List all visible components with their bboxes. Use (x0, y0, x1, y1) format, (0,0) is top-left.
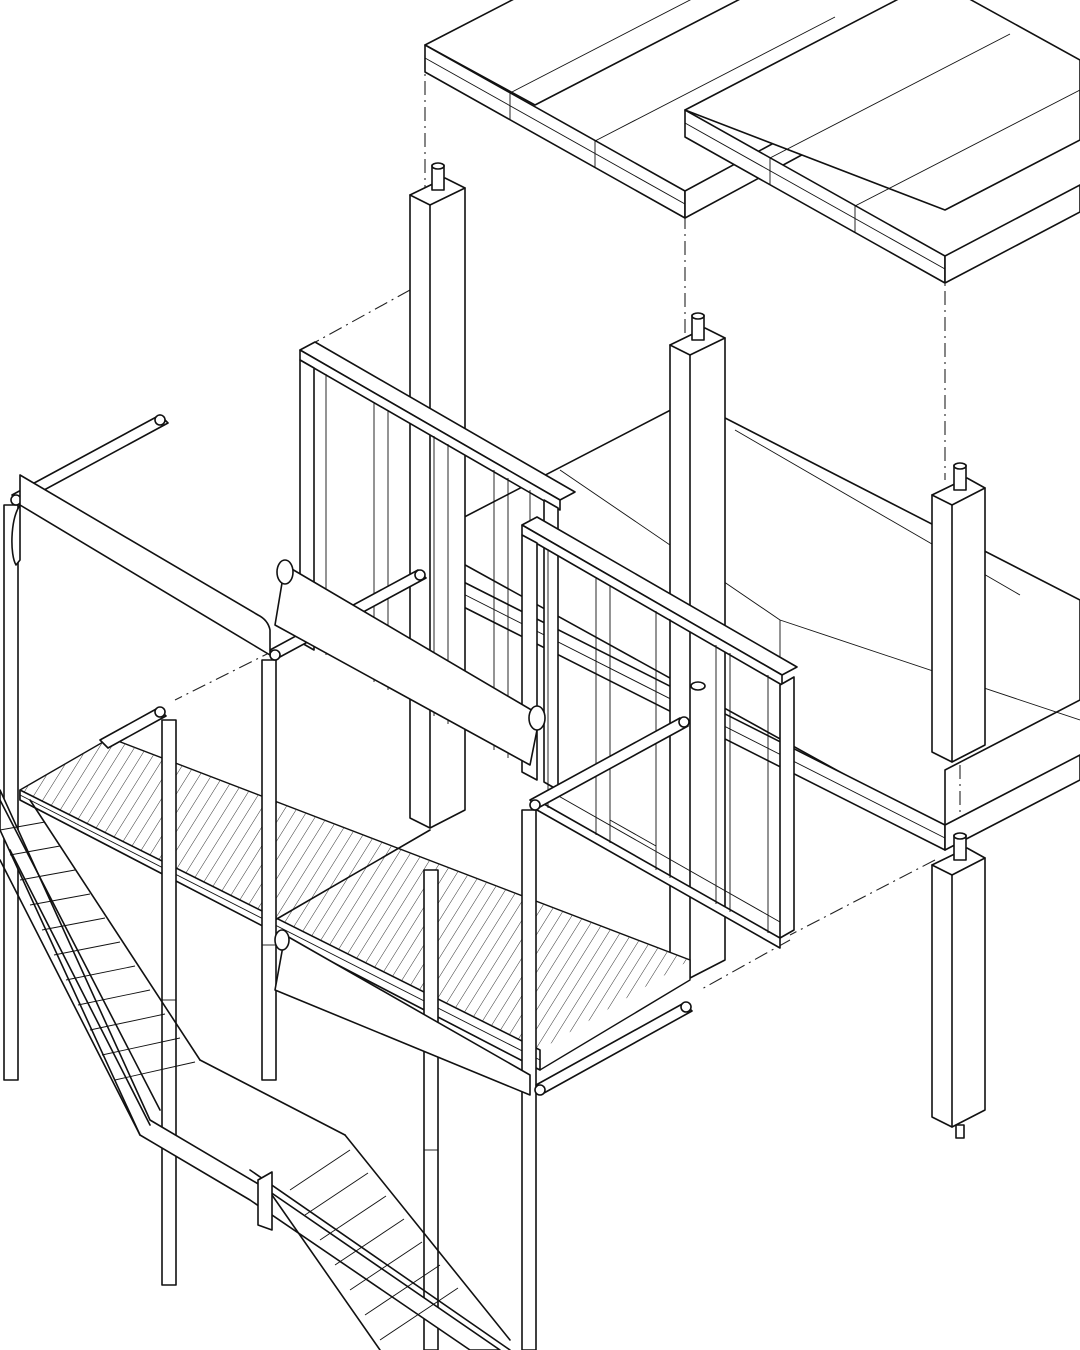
column-right-upper (931, 462, 986, 763)
column-left (409, 162, 466, 829)
roller-awnings (10, 414, 693, 1096)
column-right-lower (931, 832, 986, 1139)
glazed-frame-front (521, 516, 798, 949)
column-middle (669, 312, 726, 979)
hollow-core-slab-upper-right (684, 0, 1080, 284)
hollow-core-slab-upper-left (424, 0, 836, 219)
staircase (0, 789, 511, 1350)
